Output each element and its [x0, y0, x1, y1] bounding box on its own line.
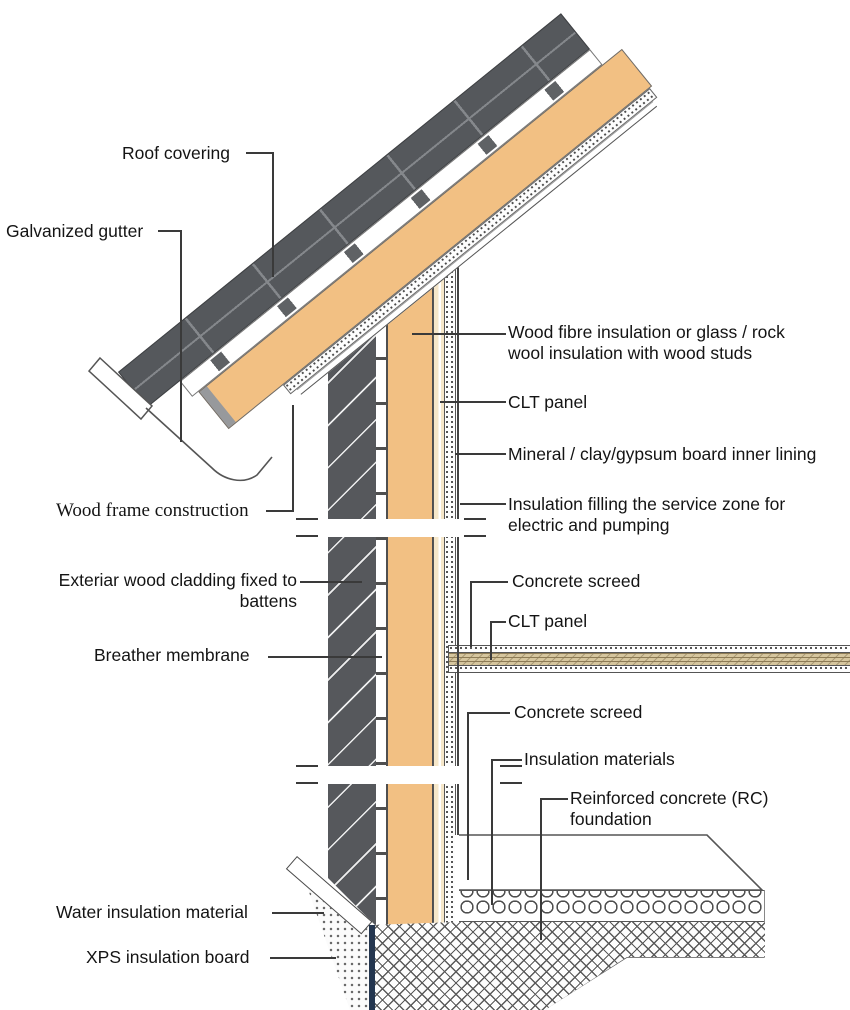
label-breather-membrane: Breather membrane [94, 645, 250, 665]
floor-clt-layer [448, 653, 850, 665]
section-break-upper [322, 519, 463, 537]
leader-water-insulation [272, 912, 324, 914]
label-rc-foundation: Reinforced concrete (RC) foundation [570, 788, 768, 831]
leader-rc-foundation [540, 798, 568, 800]
label-concrete-screed-mid: Concrete screed [512, 571, 641, 591]
leader-breather-membrane [268, 656, 382, 658]
label-wood-frame: Wood frame construction [56, 500, 249, 521]
wall-clt-panel-layer [433, 278, 445, 925]
exterior-cladding-layer [328, 334, 376, 926]
break-dash [500, 765, 522, 767]
leader-insulation-materials [491, 759, 493, 905]
ground-screed-outline [459, 834, 764, 891]
label-concrete-screed-low: Concrete screed [514, 702, 643, 722]
label-rc-foundation-line1: Reinforced concrete (RC) [570, 788, 769, 808]
interior-face-line [457, 268, 459, 835]
floor-screed-top-layer [448, 645, 850, 653]
leader-wood-fibre [412, 333, 506, 335]
break-dash [296, 765, 318, 767]
leader-roof-covering [246, 152, 274, 154]
label-service-zone-line2: electric and pumping [508, 515, 670, 536]
label-rc-foundation-line2: foundation [570, 809, 652, 830]
break-dash [500, 782, 522, 784]
leader-concrete-screed-mid [470, 581, 472, 647]
break-dash [464, 535, 486, 537]
label-exterior-cladding: Exteriar wood cladding fixed to battens [2, 570, 297, 613]
break-dash [464, 518, 486, 520]
label-wood-fibre-line2: wool insulation with wood studs [508, 343, 753, 364]
label-exterior-cladding-line2: battens [239, 591, 297, 612]
leader-xps-board [270, 957, 336, 959]
break-dash [296, 535, 318, 537]
wall-insulation-layer [386, 288, 433, 925]
leader-insulation-materials [491, 759, 522, 761]
label-water-insulation: Water insulation material [56, 902, 248, 922]
leader-clt-panel-wall [440, 401, 506, 403]
label-roof-covering: Roof covering [122, 143, 230, 163]
label-wood-fibre: Wood fibre insulation or glass / rock wo… [508, 322, 785, 365]
leader-clt-panel-floor [490, 621, 506, 623]
label-xps-board: XPS insulation board [86, 947, 250, 967]
leader-concrete-screed-low [467, 712, 510, 714]
batten-gap-layer [376, 326, 386, 922]
leader-galvanized-gutter [180, 230, 182, 442]
label-clt-panel-floor: CLT panel [508, 611, 588, 631]
break-dash [296, 782, 318, 784]
ground-insulation-layer [459, 890, 764, 922]
water-barrier-blue-line [369, 925, 375, 1010]
label-wood-fibre-line1: Wood fibre insulation or glass / rock [508, 322, 785, 342]
leader-galvanized-gutter [158, 230, 182, 232]
leader-concrete-screed-low [467, 712, 469, 880]
rc-foundation [369, 922, 765, 1010]
break-dash [296, 518, 318, 520]
leader-roof-covering [272, 152, 274, 277]
label-galvanized-gutter: Galvanized gutter [6, 221, 144, 241]
leader-wood-frame [266, 510, 294, 512]
label-service-zone-line1: Insulation filling the service zone for [508, 494, 786, 514]
leader-concrete-screed-mid [470, 581, 508, 583]
label-exterior-cladding-line1: Exteriar wood cladding fixed to [58, 570, 297, 590]
leader-wood-frame [292, 405, 294, 512]
leader-inner-lining [455, 453, 506, 455]
label-insulation-materials: Insulation materials [524, 749, 675, 769]
label-service-zone: Insulation filling the service zone for … [508, 494, 785, 537]
leader-exterior-cladding [300, 581, 362, 583]
leader-rc-foundation [540, 798, 542, 940]
leader-clt-panel-floor [490, 621, 492, 660]
roof-insulation-end-cap [199, 386, 236, 428]
label-clt-panel-wall: CLT panel [508, 392, 588, 412]
section-break-lower [322, 766, 498, 784]
leader-service-zone [460, 503, 506, 505]
service-zone-insulation-layer [445, 270, 455, 925]
floor-screed-bottom-layer [448, 665, 850, 673]
label-inner-lining: Mineral / clay/gypsum board inner lining [508, 444, 817, 464]
